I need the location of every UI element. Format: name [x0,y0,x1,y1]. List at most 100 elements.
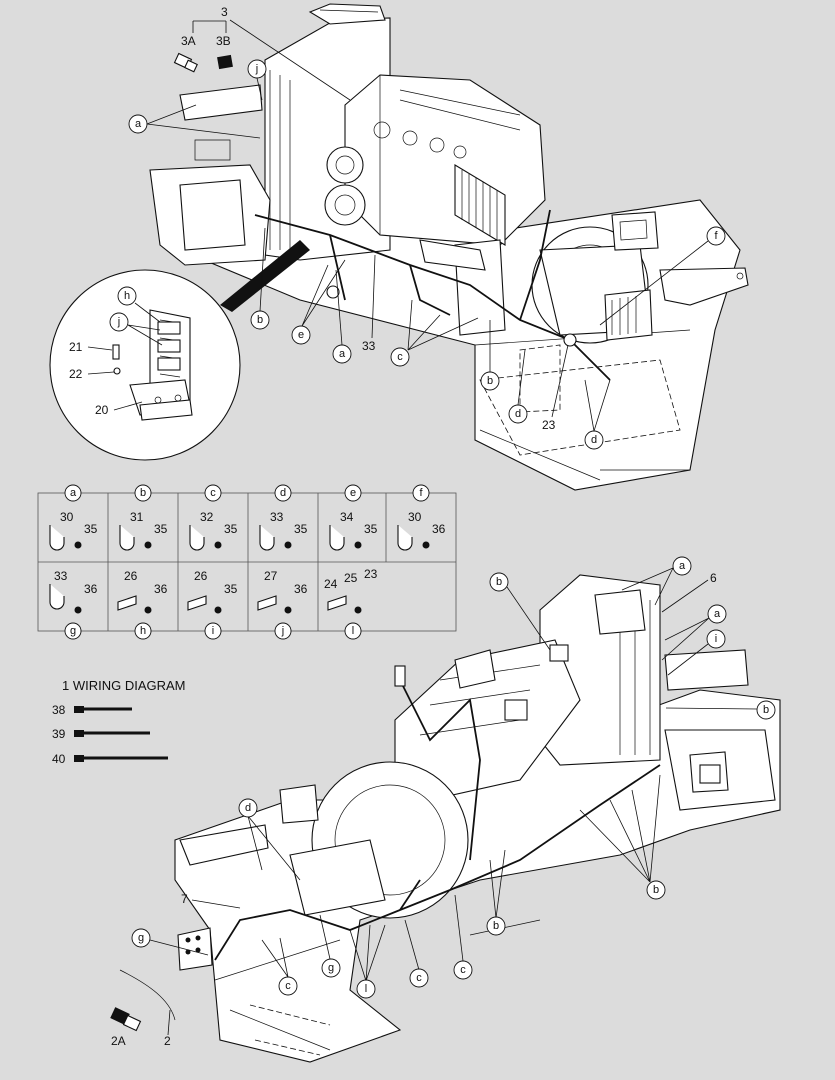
top-part-numbers: 3 3A 3B 21 22 20 33 23 [69,5,569,432]
part-number: 23 [542,418,556,432]
legend-letter: j [281,625,284,637]
part-number: 3A [181,34,196,48]
callout-letter: j [255,63,258,75]
callout-letter: e [298,329,304,341]
callout-letter: g [328,962,334,974]
callout-letter: l [365,983,367,995]
callout-letter: g [138,932,144,944]
cable-tie-number: 38 [52,703,66,717]
clamp-icon [189,525,205,551]
legend-part-number: 36 [154,582,168,596]
detail-bracket-view [49,269,241,461]
clamp-icon [329,525,345,551]
clamp-icon [49,525,65,551]
legend-part-number: 35 [224,582,238,596]
bolt-icon [422,541,430,549]
bolt-icon [354,606,362,614]
callout-letter: d [245,802,251,814]
legend-part-number: 25 [344,571,358,585]
callout-letter: b [496,576,502,588]
part-number: 33 [362,339,376,353]
top-assembly-drawing [149,3,749,491]
bolt-icon [144,541,152,549]
cable-tie-icon [74,706,132,713]
part-number: 22 [69,367,83,381]
cable-tie-number: 39 [52,727,66,741]
legend-letter-circle [412,484,430,502]
bolt-icon [284,606,292,614]
callout-letter: a [714,608,721,620]
callout-letter: a [135,118,142,130]
callout-letter: a [339,348,346,360]
part-number: 3 [221,5,228,19]
legend-letter: a [70,487,77,499]
clamp-icon [117,595,137,611]
legend-part-number: 26 [124,569,138,583]
clamp-icon [119,525,135,551]
legend-letter-circle [204,622,222,640]
legend-part-number: 36 [294,582,308,596]
callout-letter: c [460,964,466,976]
bolt-icon [74,606,82,614]
callout-letter: j [117,316,120,328]
clamp-icon [397,525,413,551]
cable-tie-icon [74,755,168,762]
legend-part-number: 36 [84,582,98,596]
callout-letter: d [591,434,597,446]
legend-part-number: 32 [200,510,214,524]
legend-letter: c [210,487,216,499]
legend-letter: f [419,487,423,499]
clamp-icon [49,584,65,610]
legend-letter: d [280,487,286,499]
legend-part-number: 27 [264,569,278,583]
callout-letter: b [257,314,263,326]
bottom-part-numbers: 6 7 2 2A [111,571,717,1048]
bottom-callouts: b a a i b d b g g c c l [131,556,776,999]
legend-letter: e [350,487,356,499]
bolt-icon [214,606,222,614]
legend-letter: g [70,625,76,637]
legend-letter-circle [64,622,82,640]
callout-letter: i [715,633,717,645]
bolt-icon [354,541,362,549]
legend-letter: b [140,487,146,499]
bolt-icon [144,606,152,614]
legend-letter-circle [274,622,292,640]
legend-part-number: 35 [364,522,378,536]
legend-letter: l [352,625,354,637]
callout-letter: d [515,408,521,420]
bolt-icon [284,541,292,549]
legend-letter-circle [274,484,292,502]
legend-letter-circle [344,484,362,502]
legend-part-number: 36 [432,522,446,536]
wiring-diagram-block: 1 WIRING DIAGRAM 38 39 40 [52,678,186,766]
clamp-icon [257,595,277,611]
part-number: 6 [710,571,717,585]
legend-letter-circle [344,622,362,640]
legend-part-number: 35 [224,522,238,536]
callout-letter: c [285,980,291,992]
part-number: 2 [164,1034,171,1048]
legend-part-number: 33 [54,569,68,583]
legend-part-number: 33 [270,510,284,524]
bottom-assembly-drawing [110,574,781,1063]
legend-letter-circle [204,484,222,502]
legend-letter-circle [134,484,152,502]
callout-letter: b [653,884,659,896]
connector-3b-icon [217,54,233,70]
legend-letter: i [212,625,214,637]
legend-letter: h [140,625,146,637]
legend-part-number: 31 [130,510,144,524]
callout-letter: c [397,351,403,363]
wiring-diagram-title: 1 WIRING DIAGRAM [62,678,186,693]
part-number: 2A [111,1034,126,1048]
legend-part-number: 26 [194,569,208,583]
clamp-icon [327,595,347,611]
legend-part-number: 24 [324,577,338,591]
legend-part-number: 30 [408,510,422,524]
legend-letter-circle [64,484,82,502]
callout-letter: a [679,560,686,572]
legend-letter-circle [134,622,152,640]
connector-3a-icon [173,52,198,73]
